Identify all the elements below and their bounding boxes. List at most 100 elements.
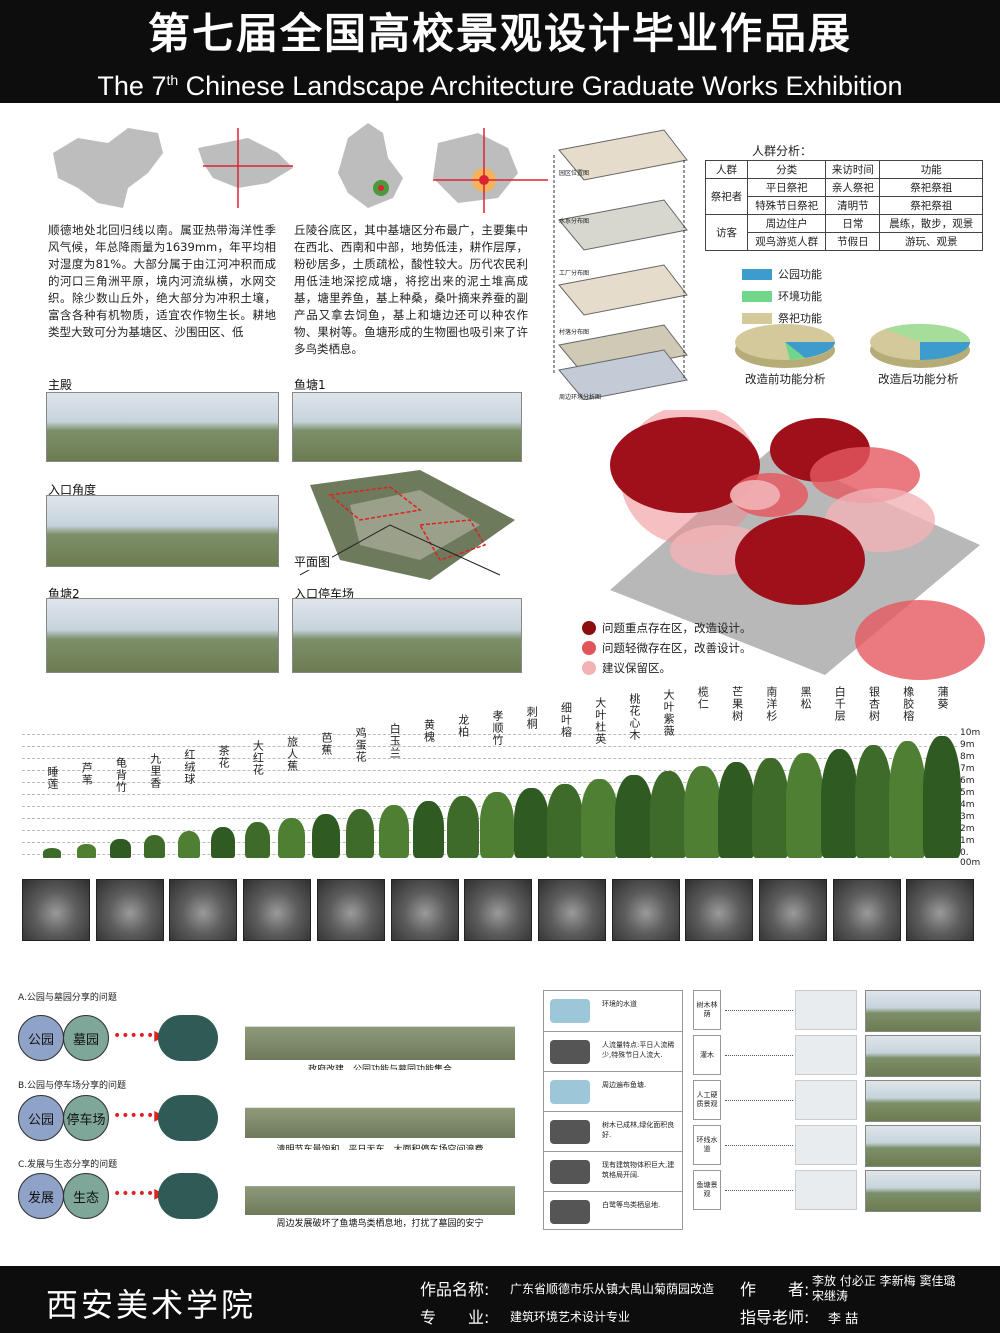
- photo-fishpond2: [46, 598, 279, 673]
- table-cell: 亲人祭祀: [825, 178, 881, 197]
- site-row: 环境的水道: [544, 991, 682, 1031]
- plant-shape: [854, 744, 893, 858]
- major-value: 建筑环境艺术设计专业: [510, 1310, 631, 1324]
- table-cell: 游玩、观景: [879, 232, 983, 251]
- bird-photo: [243, 879, 312, 941]
- function-legend: 公园功能 环境功能 祭祀功能: [742, 266, 822, 326]
- legend-swatch: [742, 312, 772, 324]
- plant-label: 芒果树: [730, 686, 744, 722]
- title-en-pre: The 7: [97, 71, 167, 101]
- circle-parking: 停车场: [63, 1095, 109, 1141]
- plant-label: 鸡蛋花: [354, 727, 368, 764]
- layer-stack: [553, 129, 688, 400]
- bird-photo: [685, 879, 754, 941]
- plant-shape: [581, 779, 619, 858]
- scale-line: [22, 746, 957, 747]
- plant-shape: [683, 766, 721, 858]
- site-row: 人流量特点:平日人流稀少,特殊节日人流大.: [544, 1031, 682, 1071]
- landscape-photo: [865, 1125, 981, 1167]
- problem-legend: 问题重点存在区，改造设计。 问题轻微存在区，改善设计。 建议保留区。: [582, 620, 752, 676]
- table-cell: 特殊节日祭祀: [747, 196, 827, 215]
- bird-photo: [906, 879, 975, 941]
- plant-label: 银杏树: [867, 686, 881, 722]
- legend-label: 问题重点存在区，改造设计。: [602, 621, 752, 635]
- photo-parking: [292, 598, 522, 673]
- plant-label: 黄槐: [422, 718, 436, 743]
- site-text: 周边遍布鱼塘.: [602, 1081, 647, 1089]
- table-header: 分类: [747, 160, 827, 179]
- landscape-photo: [865, 1080, 981, 1122]
- plant-shape: [923, 736, 961, 858]
- landscape-plan-thumb: [795, 1170, 857, 1210]
- bird-photos: [22, 879, 977, 941]
- plant-label: 大叶杜英: [593, 697, 607, 746]
- plant-label: 龙柏: [456, 714, 470, 739]
- sketch-development: [245, 1150, 515, 1215]
- site-icon: [550, 1200, 590, 1224]
- site-row: 周边遍布鱼塘.: [544, 1071, 682, 1111]
- bird-photo: [22, 879, 90, 941]
- work-label: 作品名称:: [420, 1280, 490, 1299]
- site-plan: [300, 470, 515, 580]
- circle-cemetery: 墓园: [63, 1015, 109, 1061]
- plant-shape: [786, 753, 824, 858]
- plant-shape: [278, 817, 305, 858]
- site-icon: [550, 1120, 590, 1144]
- site-text: 树木已成林,绿化面积良好.: [602, 1121, 675, 1139]
- table-cell: 祭祀者: [704, 178, 749, 215]
- landscape-plan-thumb: [795, 990, 857, 1030]
- site-features: 环境的水道人流量特点:平日人流稀少,特殊节日人流大. 周边遍布鱼塘. 树木已成林,绿…: [543, 990, 683, 1230]
- merged-circle: [158, 1015, 218, 1061]
- legend-item: 问题轻微存在区，改善设计。: [582, 640, 752, 656]
- site-text: 现有建筑物体积巨大,建筑格局开阔.: [602, 1161, 675, 1179]
- circle-park: 公园: [18, 1095, 64, 1141]
- photo-label: 入口停车场: [292, 585, 357, 602]
- plant-label: 红绒球: [182, 748, 196, 785]
- landscape-label: 灌木: [693, 1035, 721, 1075]
- bird-photo: [95, 879, 164, 941]
- title-en: The 7th Chinese Landscape Architecture G…: [0, 62, 1000, 104]
- table-row: 观鸟游览人群 节假日 游玩、观景: [706, 232, 983, 251]
- layer-label: 周边环境分析图: [559, 394, 602, 401]
- landscape-features: 树木林荫灌木人工硬质景观环线水道鱼塘景观: [693, 990, 983, 1215]
- plant-shape: [480, 792, 514, 858]
- arrow-icon: •••••▶: [113, 1108, 166, 1124]
- bird-photo: [390, 879, 459, 941]
- dotted-connector: [725, 1055, 793, 1056]
- table-header: 功能: [879, 160, 983, 179]
- legend-swatch: [742, 290, 772, 302]
- plan-label: 平面图: [292, 553, 333, 570]
- legend-item: 公园功能: [742, 266, 822, 282]
- plant-label: 桃花心木: [627, 692, 641, 741]
- table-cell: 祭祀祭祖: [879, 196, 983, 215]
- table-cell: 访客: [704, 214, 749, 251]
- scale-label: 8m: [960, 752, 975, 762]
- legend-label: 公园功能: [778, 268, 822, 281]
- scale-label: 0. 00m: [960, 848, 981, 868]
- table-cell: 节假日: [825, 232, 881, 251]
- arrow-icon: •••••▶: [113, 1028, 166, 1044]
- landscape-label: 树木林荫: [693, 990, 721, 1030]
- scale-label: 6m: [960, 776, 975, 786]
- legend-label: 建议保留区。: [602, 661, 671, 675]
- advisor-value: 李 喆: [828, 1312, 859, 1327]
- plant-shape: [649, 770, 687, 858]
- bird-photo: [759, 879, 827, 941]
- plant-shape: [718, 762, 756, 858]
- crowd-table: 人群 分类 来访时间 功能 祭祀者 平日祭祀 亲人祭祀 祭祀祭祖 特殊节日祭祀 …: [704, 160, 983, 251]
- scale-line: [22, 758, 957, 759]
- landscape-label: 人工硬质景观: [693, 1080, 721, 1120]
- plant-label: 大红花: [251, 740, 265, 777]
- layer-label: 园区位置图: [559, 170, 590, 177]
- plant-label: 白玉兰: [388, 723, 402, 759]
- table-cell: 平日祭祀: [747, 178, 827, 197]
- dotted-connector: [725, 1010, 793, 1011]
- china-map: [53, 128, 163, 208]
- scale-label: 1m: [960, 836, 975, 846]
- legend-item: 问题重点存在区，改造设计。: [582, 620, 752, 636]
- table-row: 特殊节日祭祀 清明节 祭祀祭祖: [706, 196, 983, 215]
- plant-label: 芦苇: [80, 761, 94, 786]
- intro-text-right: 丘陵谷底区，其中基塘区分布最广，主要集中在西北、西南和中部，地势低洼，耕作层厚，…: [294, 223, 528, 356]
- plant-label: 孝顺竹: [491, 710, 504, 747]
- major-label: 专 业:: [420, 1308, 490, 1327]
